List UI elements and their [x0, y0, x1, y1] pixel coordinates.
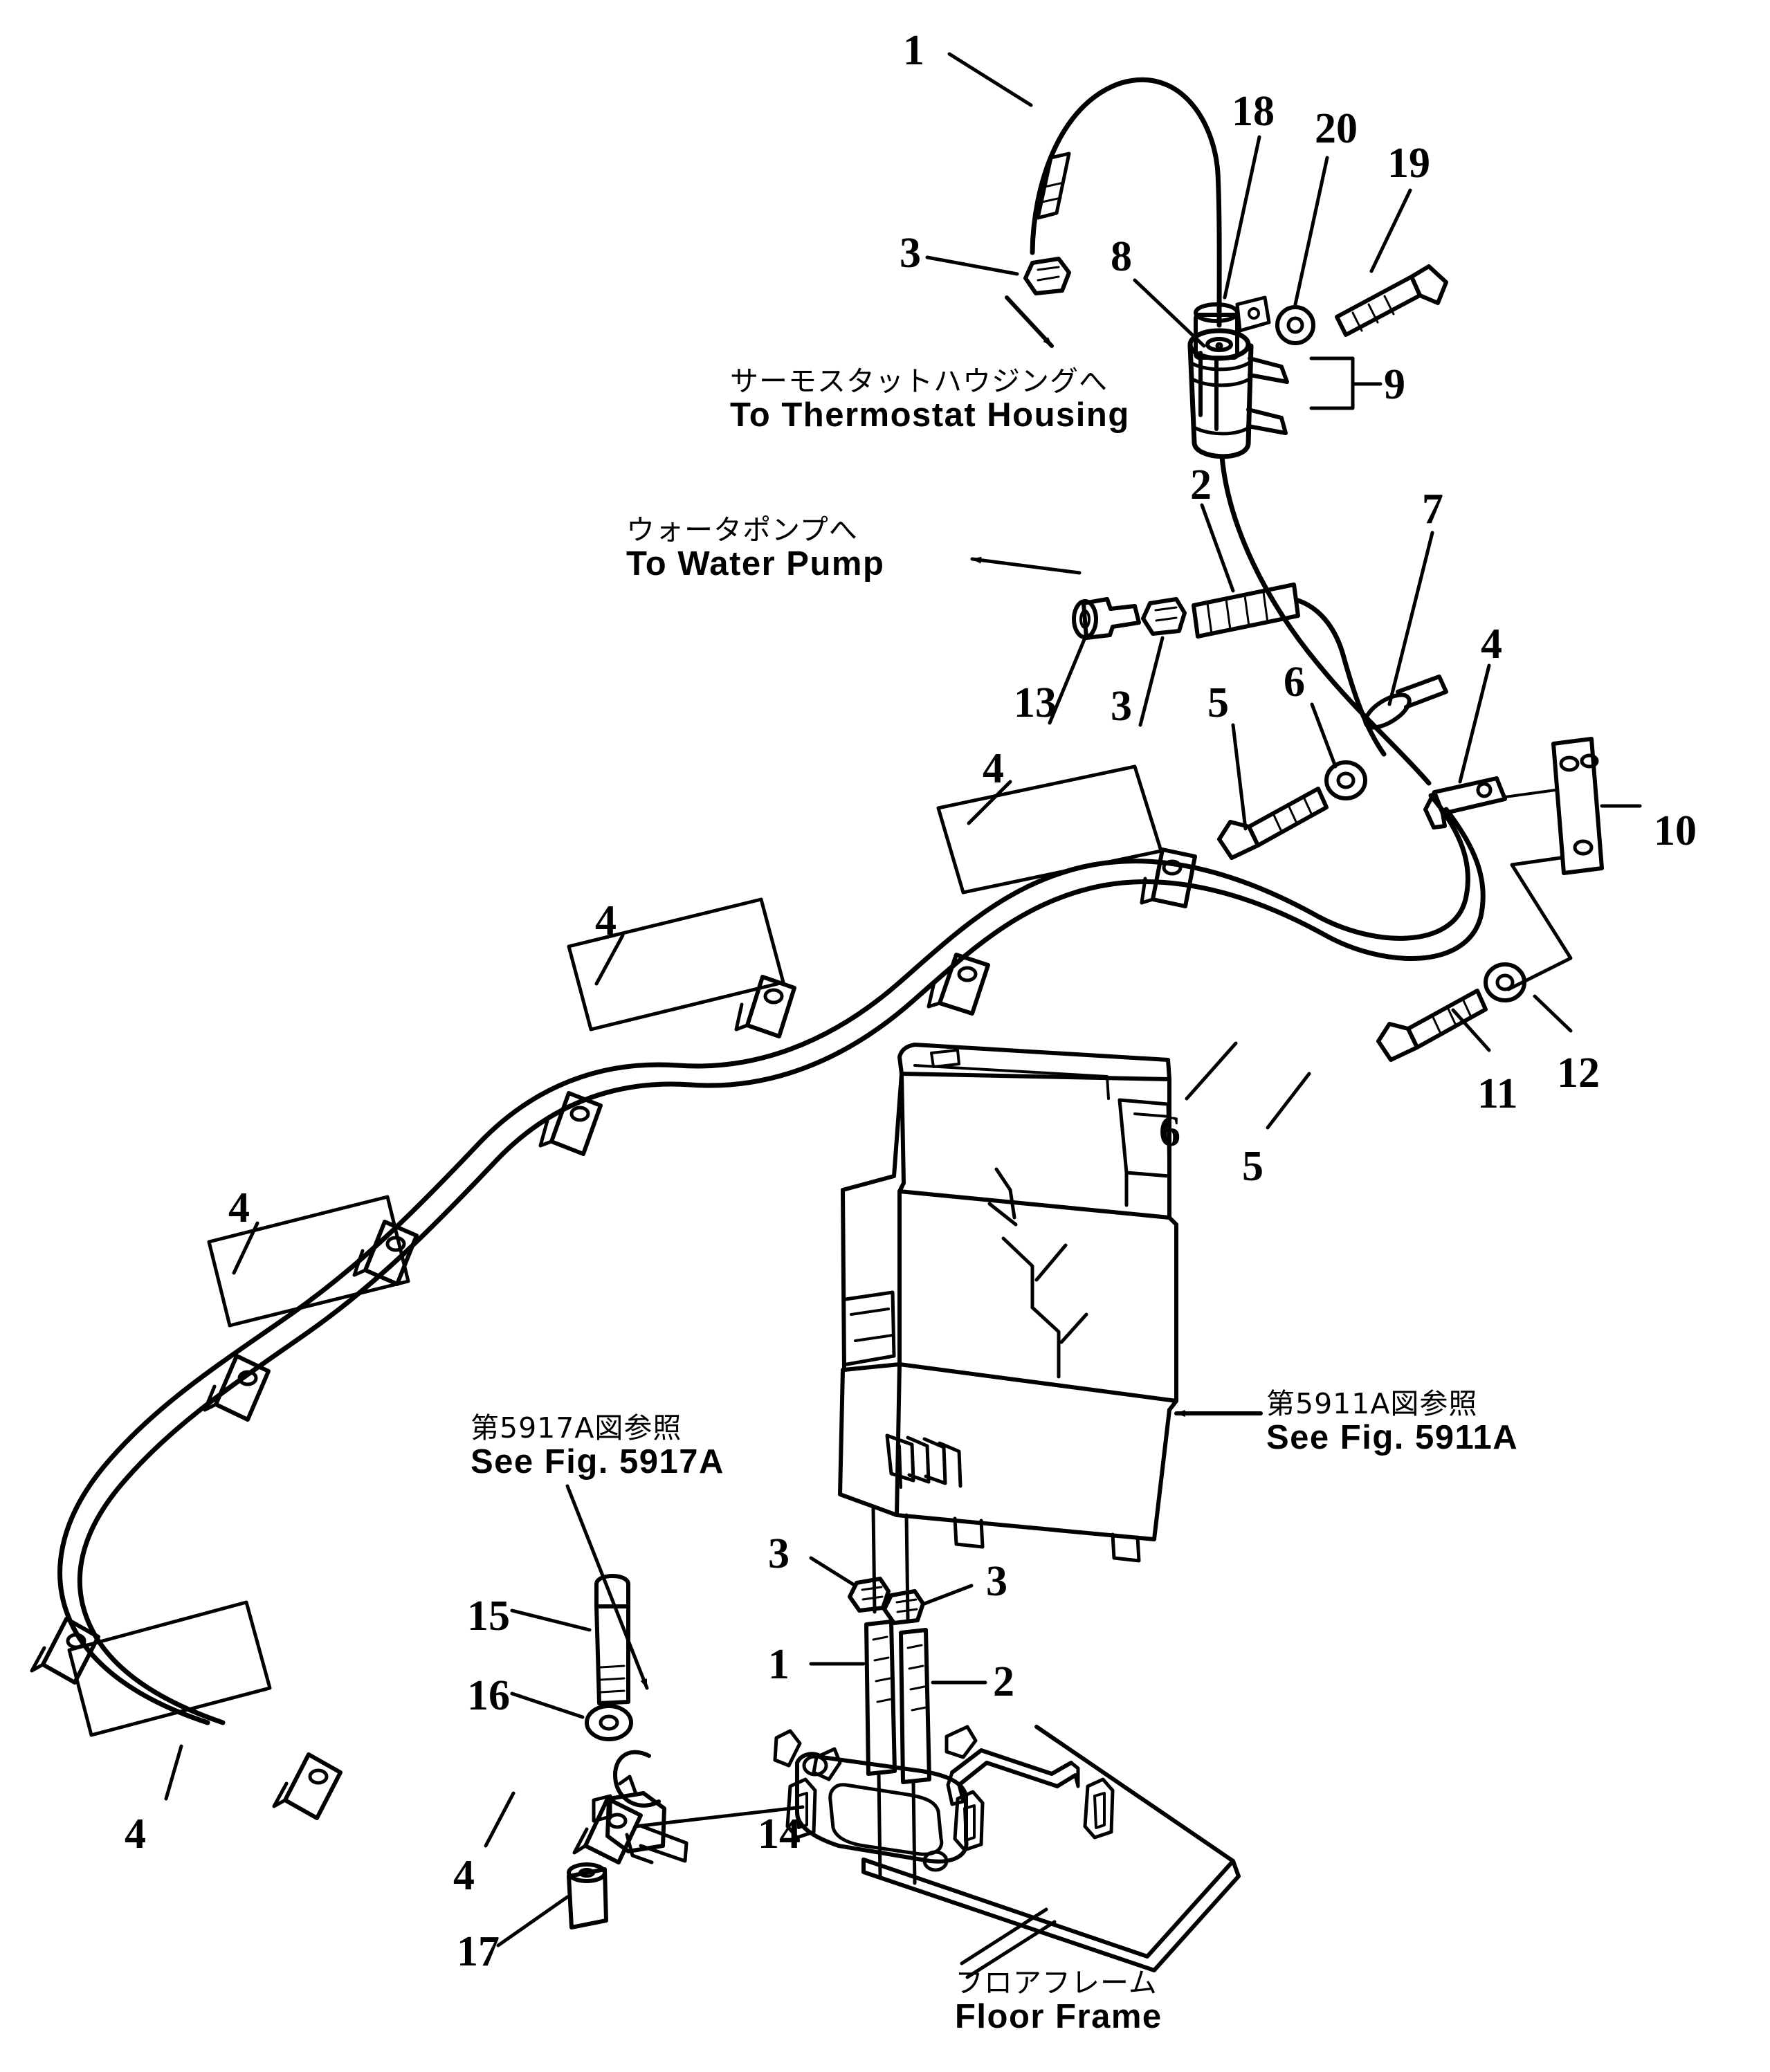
callout-number: 12: [1557, 1049, 1600, 1097]
annotation-en-text: See Fig. 5917A: [471, 1443, 724, 1481]
hose-main-run-outer: [57, 793, 1470, 1725]
annotation-en-text: See Fig. 5911A: [1266, 1419, 1519, 1457]
pin-block-b: [953, 1790, 985, 1852]
c-clip: [613, 1750, 661, 1808]
callout-number: 3: [1111, 683, 1132, 730]
callout-number: 10: [1654, 807, 1697, 854]
callout-number: 17: [457, 1928, 500, 1975]
mount-cradle: [795, 1752, 969, 1872]
annotation-en-text: Floor Frame: [955, 1998, 1162, 2036]
pin-block-c: [1083, 1777, 1115, 1840]
flag-4-center: [567, 897, 785, 1032]
callout-number: 14: [758, 1810, 801, 1858]
floor-frame-plate: [861, 1725, 1241, 1979]
hose-1-lower: [1219, 454, 1432, 786]
callout-number: 1: [768, 1641, 790, 1688]
callout-number: 3: [768, 1530, 790, 1577]
annotation-jp-text: 第5917A図参照: [471, 1411, 682, 1445]
clip-2-lower: [945, 1725, 978, 1759]
annotation-jp-text: サーモスタットハウジングへ: [730, 365, 1108, 398]
callout-number: 13: [1014, 679, 1057, 726]
callout-number: 1: [903, 27, 924, 74]
callout-number: 8: [1111, 233, 1132, 280]
annotation-to-water-pump: ウォータポンプへ To Water Pump: [626, 515, 884, 582]
flag-4-left: [67, 1600, 272, 1737]
callout-number: 4: [983, 745, 1004, 792]
clip-small-a: [812, 1747, 842, 1781]
callout-number: 4: [1481, 621, 1502, 668]
callout-number: 20: [1315, 105, 1358, 152]
bolt-11: [1376, 989, 1488, 1062]
callout-number: 4: [453, 1852, 475, 1899]
annotation-see-fig-5911a: 第5911A図参照 See Fig. 5911A: [1266, 1387, 1519, 1457]
callout-number: 3: [900, 230, 921, 277]
annotation-en-text: To Thermostat Housing: [730, 396, 1130, 434]
washer-16: [585, 1704, 633, 1741]
callout-number: 4: [595, 897, 617, 944]
hose-pair-1-lower: [864, 1506, 931, 1885]
callout-number: 16: [467, 1672, 510, 1719]
bolt-5-right: [1217, 787, 1329, 860]
callout-number: 19: [1387, 140, 1430, 187]
callout-number: 3: [986, 1558, 1007, 1605]
washer-12: [1484, 962, 1526, 1002]
bolt-15: [594, 1574, 630, 1705]
annotation-jp-text: フロアフレーム: [955, 1966, 1158, 1999]
washer-20: [1275, 305, 1315, 345]
annotation-jp-text: 第5911A図参照: [1266, 1387, 1478, 1420]
callout-number: 7: [1422, 486, 1443, 533]
clamp-4-f: [203, 1354, 271, 1422]
clamp-4-a: [1140, 847, 1197, 908]
callout-number: 18: [1232, 88, 1275, 135]
flag-4-right: [936, 764, 1163, 895]
annotation-to-thermostat-housing: サーモスタットハウジングへ To Thermostat Housing: [730, 365, 1130, 434]
nut-3-top: [1023, 257, 1071, 295]
callout-number: 15: [467, 1593, 510, 1640]
annotation-floor-frame: フロアフレーム Floor Frame: [955, 1968, 1162, 2035]
nut-3-lower-left: [848, 1577, 891, 1613]
clamp-4-h: [272, 1752, 343, 1820]
clip-small-b: [773, 1729, 802, 1768]
bushing-17: [567, 1862, 608, 1929]
fitting-13: [1072, 597, 1141, 640]
callout-number: 9: [1384, 361, 1405, 408]
callout-number: 2: [1190, 461, 1212, 508]
hose-1-band: [1036, 152, 1071, 220]
floor-rod: [946, 1748, 1080, 1806]
annotation-en-text: To Water Pump: [626, 545, 885, 583]
callout-number: 4: [228, 1184, 250, 1231]
callout-number: 4: [125, 1810, 146, 1858]
hose-main-run-inner: [77, 807, 1486, 1725]
clamp-4-d: [538, 1091, 603, 1156]
hose-routing-group: [30, 52, 1642, 1979]
callout-number: 6: [1284, 659, 1305, 706]
valve-5917a: [592, 1775, 688, 1864]
pipe-2-assembly: [1192, 583, 1387, 757]
callout-number: 5: [1242, 1143, 1263, 1190]
clamp-4-b: [927, 953, 990, 1016]
annotation-jp-text: ウォータポンプへ: [626, 513, 858, 547]
bolt-19: [1335, 264, 1448, 337]
callout-number: 11: [1477, 1070, 1518, 1117]
nut-3-lower-right: [882, 1589, 925, 1625]
clamp-4-c: [734, 975, 796, 1038]
clamp-7: [1363, 675, 1448, 730]
heater-unit-5911a: [838, 1043, 1178, 1563]
plate-10: [1551, 737, 1604, 875]
nut-3-mid: [1141, 597, 1187, 636]
callout-number: 2: [993, 1658, 1014, 1705]
annotation-see-fig-5917a: 第5917A図参照 See Fig. 5917A: [471, 1413, 724, 1480]
washer-6-right: [1324, 760, 1367, 800]
callout-number: 6: [1159, 1108, 1180, 1155]
clip-18: [1194, 295, 1271, 360]
callout-number: 5: [1207, 679, 1229, 726]
flag-4-leftup: [207, 1195, 410, 1328]
